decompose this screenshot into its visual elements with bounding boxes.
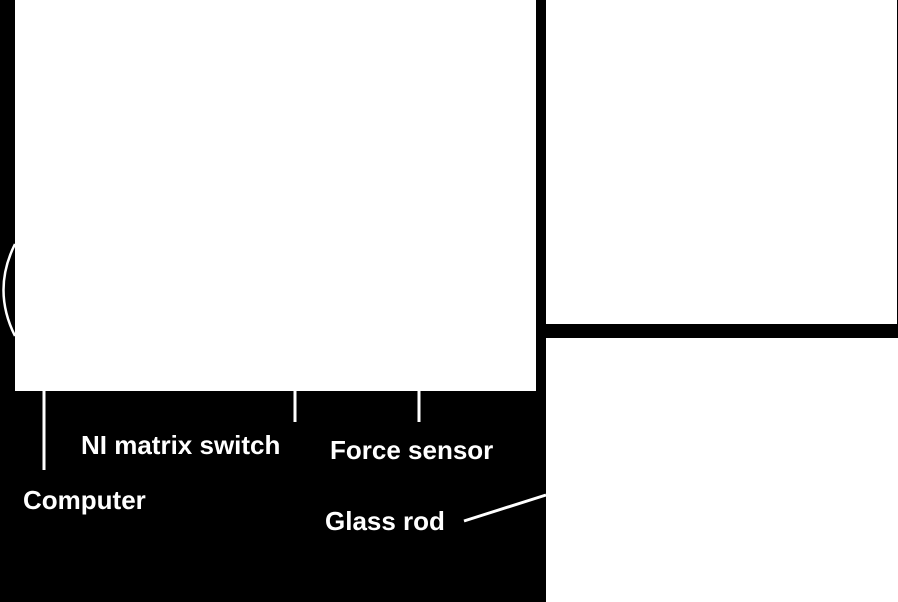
leader-line-glass-rod bbox=[463, 493, 547, 523]
photo-panel-setup bbox=[15, 0, 536, 391]
label-force-sensor: Force sensor bbox=[330, 435, 494, 465]
cable-arc bbox=[2, 243, 17, 337]
photo-panel-bottom-right bbox=[546, 338, 898, 602]
photo-panel-top-right bbox=[546, 0, 897, 324]
label-ni-matrix-switch: NI matrix switch bbox=[81, 430, 281, 460]
label-glass-rod: Glass rod bbox=[325, 506, 445, 536]
label-computer: Computer bbox=[23, 485, 146, 515]
